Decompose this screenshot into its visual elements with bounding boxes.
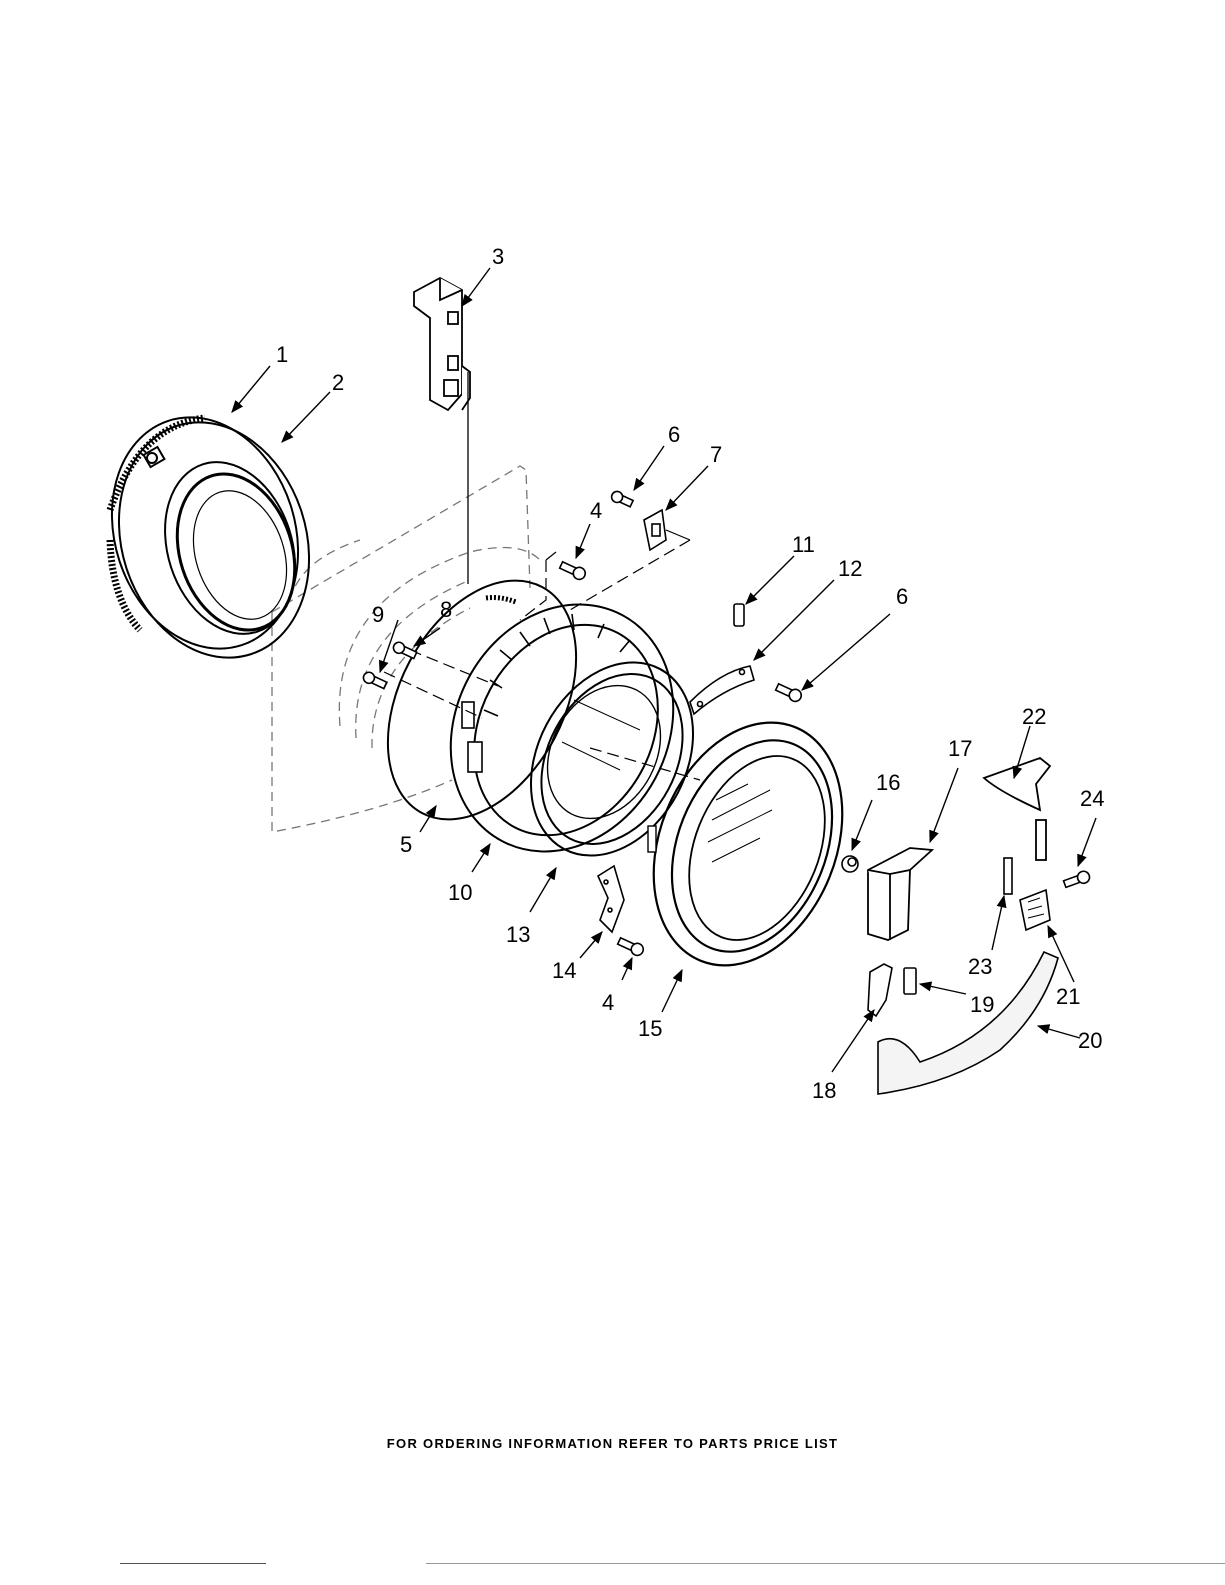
- door-glass-gasket: [499, 634, 725, 884]
- callout-7: 7: [710, 442, 722, 467]
- callout-arrows: [232, 268, 1096, 1072]
- callout-22: 22: [1022, 704, 1046, 729]
- callout-1: 1: [276, 342, 288, 367]
- callout-17: 17: [948, 736, 972, 761]
- callout-18: 18: [812, 1078, 836, 1103]
- door-hinge: [598, 866, 624, 932]
- callout-6b: 6: [896, 584, 908, 609]
- callout-16: 16: [876, 770, 900, 795]
- outer-door: [619, 694, 877, 994]
- callout-12: 12: [838, 556, 862, 581]
- small-brackets: [690, 604, 754, 714]
- bottom-rule-right: [426, 1563, 1225, 1564]
- callout-4b: 4: [602, 990, 614, 1015]
- callout-20: 20: [1078, 1028, 1102, 1053]
- callout-3: 3: [492, 244, 504, 269]
- callout-2: 2: [332, 370, 344, 395]
- handle-latch-parts: [868, 964, 916, 1016]
- callout-8: 8: [440, 597, 452, 622]
- handle-cover: [868, 848, 932, 940]
- callout-13: 13: [506, 922, 530, 947]
- callout-11: 11: [792, 532, 815, 557]
- callout-14: 14: [552, 958, 576, 983]
- callout-19: 19: [970, 992, 994, 1017]
- door-switch-parts: [1004, 858, 1050, 930]
- callout-6: 6: [668, 422, 680, 447]
- ordering-info-footer: FOR ORDERING INFORMATION REFER TO PARTS …: [0, 1436, 1225, 1451]
- callout-21: 21: [1056, 984, 1080, 1009]
- callout-10: 10: [448, 880, 472, 905]
- callout-23: 23: [968, 954, 992, 979]
- bellow-and-clamp-assembly: [83, 393, 339, 683]
- callout-15: 15: [638, 1016, 662, 1041]
- upper-handle-trim: [984, 758, 1050, 860]
- callout-5: 5: [400, 832, 412, 857]
- door-latch-bracket: [414, 278, 470, 410]
- bottom-rule-left: [120, 1563, 266, 1564]
- inner-door-frame: [408, 565, 715, 891]
- handle-knob: [842, 856, 858, 872]
- callout-9: 9: [372, 602, 384, 627]
- callout-24: 24: [1080, 786, 1104, 811]
- door-strike: [644, 510, 666, 550]
- callout-4: 4: [590, 498, 602, 523]
